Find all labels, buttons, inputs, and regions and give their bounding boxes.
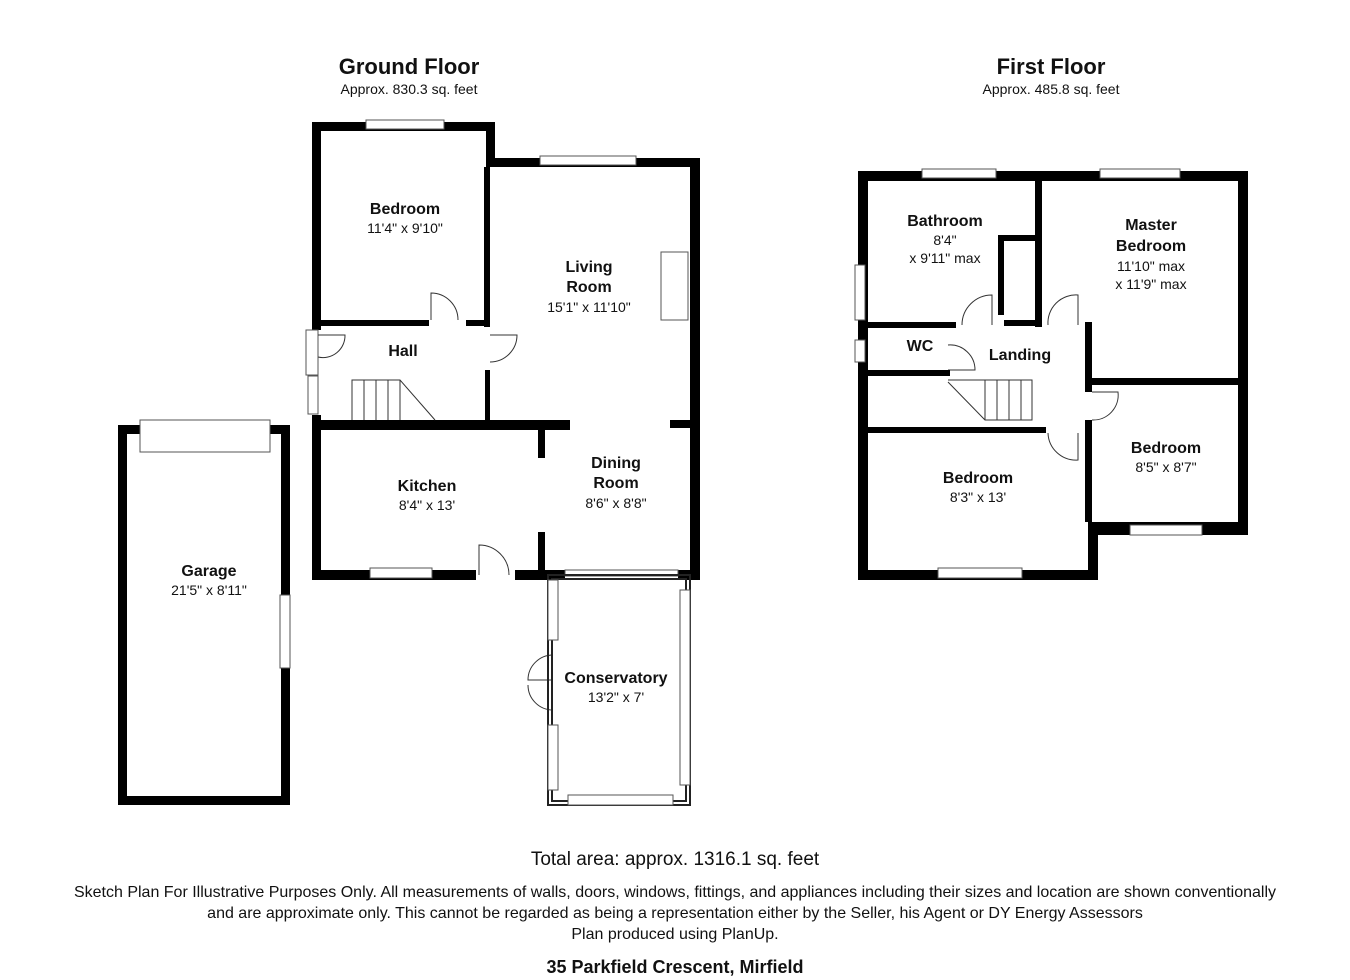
- first-floor-area: Approx. 485.8 sq. feet: [982, 81, 1120, 97]
- room-name: Dining: [591, 455, 641, 472]
- room-dims: 8'5" x 8'7": [1135, 459, 1197, 475]
- ground-floor-windows: [305, 119, 689, 579]
- first-floor-title: First Floor: [996, 54, 1106, 79]
- room-dims: 8'4": [933, 232, 957, 248]
- room-name: Kitchen: [397, 478, 457, 495]
- disclaimer-line-2: and are approximate only. This cannot be…: [207, 905, 1143, 922]
- room-name: Bedroom: [369, 201, 441, 218]
- ground-floor-area: Approx. 830.3 sq. feet: [340, 81, 478, 97]
- room-name: Landing: [988, 347, 1052, 364]
- room-name: Room: [593, 475, 639, 492]
- room-name: Living: [565, 259, 613, 276]
- room-dims: 8'4" x 13': [398, 497, 456, 513]
- room-dims: 15'1" x 11'10": [547, 299, 631, 315]
- room-name: Master: [1125, 217, 1177, 234]
- ground-floor-title: Ground Floor: [338, 54, 480, 79]
- room-dims: x 11'9" max: [1115, 276, 1187, 292]
- room-name: Room: [566, 279, 612, 296]
- room-name: Bedroom: [1130, 440, 1202, 457]
- room-dims: 11'10" max: [1116, 258, 1186, 274]
- room-name: Bedroom: [1115, 238, 1187, 255]
- disclaimer-line-3: Plan produced using PlanUp.: [571, 926, 779, 943]
- room-name: Garage: [181, 563, 237, 580]
- room-name: Bathroom: [907, 213, 983, 230]
- room-name: Conservatory: [564, 670, 668, 687]
- total-area: Total area: approx. 1316.1 sq. feet: [530, 849, 820, 870]
- room-dims: 8'3" x 13': [949, 489, 1007, 505]
- garage-walls: [118, 425, 290, 805]
- stairs: [351, 379, 1033, 421]
- room-dims: 13'2" x 7': [587, 689, 645, 705]
- room-dims: 21'5" x 8'11": [171, 582, 247, 598]
- doors: [317, 292, 1119, 711]
- room-dims: 11'4" x 9'10": [367, 220, 443, 236]
- room-dims: x 9'11" max: [909, 250, 981, 266]
- room-name: WC: [906, 338, 934, 355]
- first-floor-walls: [858, 171, 1248, 580]
- room-name: Bedroom: [942, 470, 1014, 487]
- property-address: 35 Parkfield Crescent, Mirfield: [546, 957, 804, 977]
- room-dims: 8'6" x 8'8": [585, 495, 647, 511]
- room-name: Hall: [388, 343, 418, 360]
- disclaimer-line-1: Sketch Plan For Illustrative Purposes On…: [73, 884, 1277, 901]
